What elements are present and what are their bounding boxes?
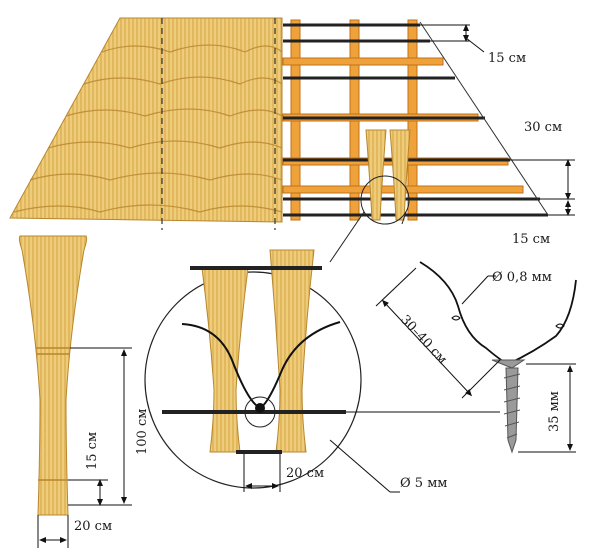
- label-bundle-height: 100 см: [135, 409, 150, 455]
- label-wire-diameter: Ø 0,8 мм: [492, 270, 552, 285]
- detail-marker-circle: [360, 175, 410, 225]
- label-bundle-spacing: 20 см: [286, 466, 324, 481]
- label-batten-gap-lower: 15 см: [512, 232, 550, 247]
- label-course-step: 30 см: [524, 120, 562, 135]
- label-rod-diameter: Ø 5 мм: [400, 476, 447, 491]
- screw-dimensions: [375, 267, 576, 453]
- batten-frame: [282, 19, 549, 221]
- thatched-roof: [9, 17, 283, 230]
- detail-view: [144, 249, 362, 489]
- label-screw-length: 35 мм: [547, 391, 562, 432]
- label-bundle-tie: 15 см: [85, 432, 100, 470]
- straw-bundle: [18, 235, 88, 516]
- bundle-dimensions: [37, 347, 132, 548]
- sample-bundles: [365, 129, 411, 221]
- top-dimensions: [420, 24, 575, 216]
- label-wire-length: 30–40 см: [397, 312, 450, 367]
- wire-and-screw: [419, 261, 577, 454]
- detail-dimensions: [243, 411, 500, 493]
- label-bundle-width: 20 см: [74, 519, 112, 534]
- label-batten-gap: 15 см: [488, 51, 526, 66]
